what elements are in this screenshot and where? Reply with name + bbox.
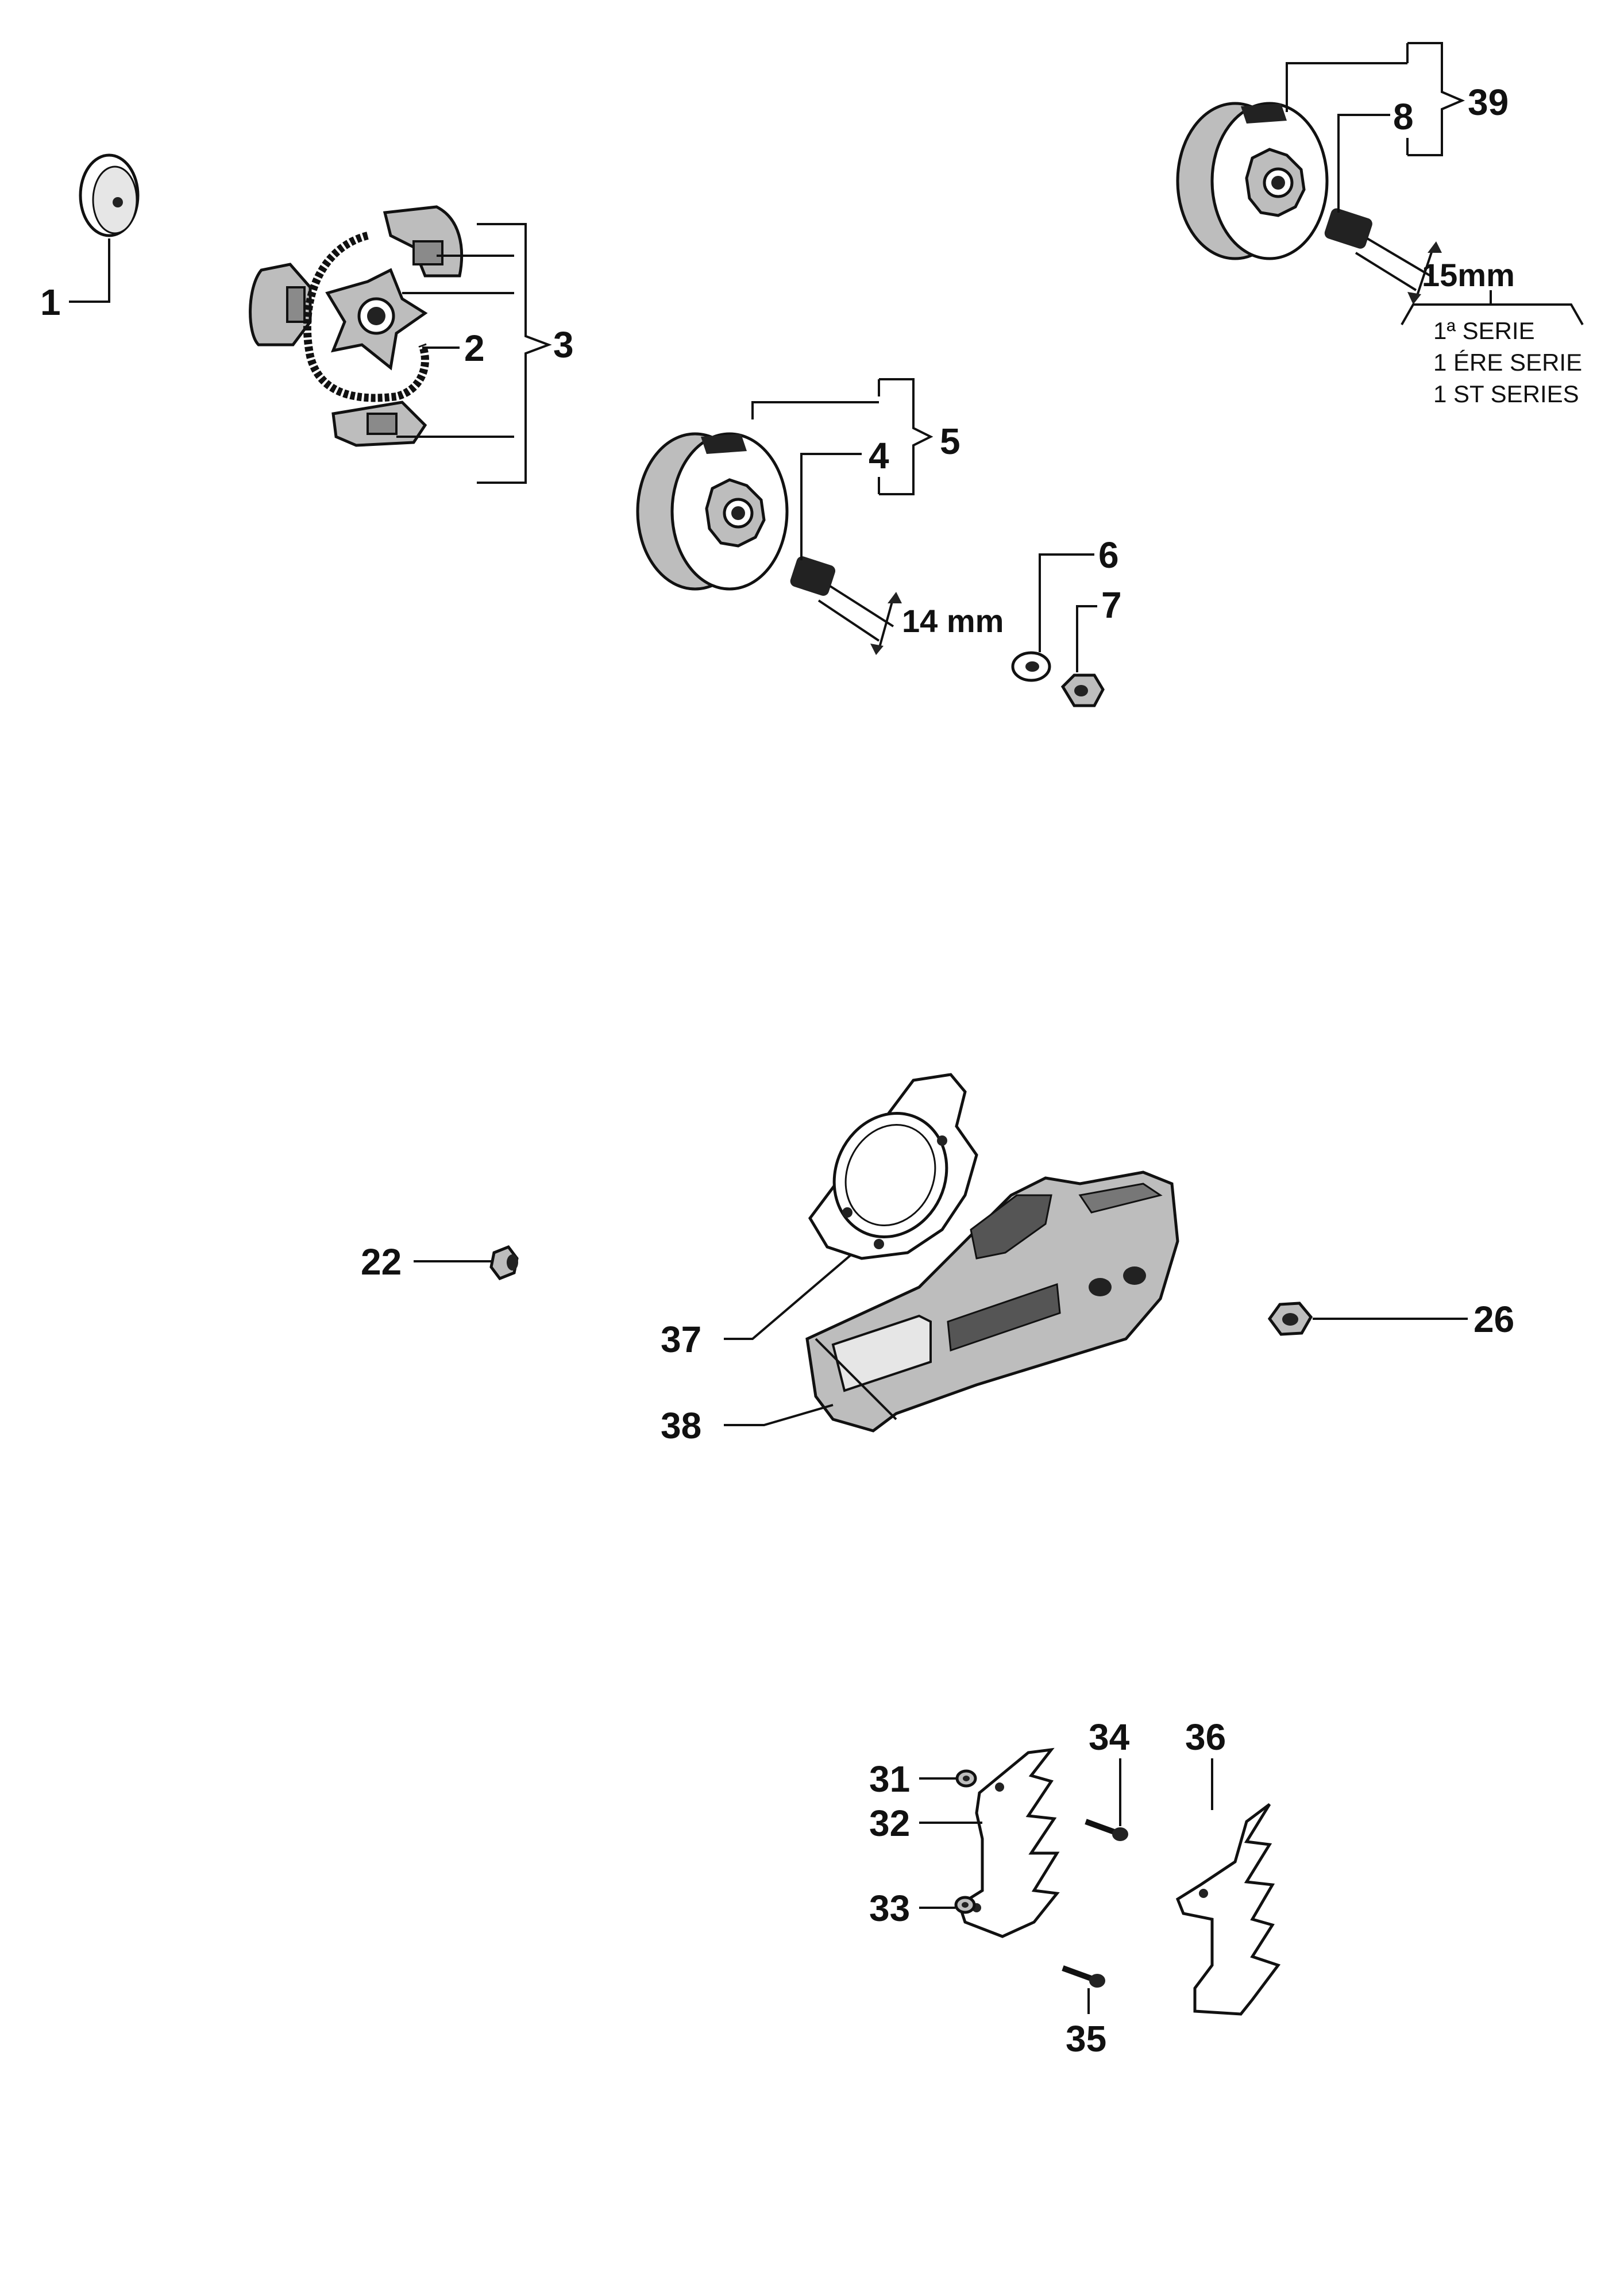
callout-1: 1 — [40, 282, 61, 323]
callout-34: 34 — [1089, 1716, 1130, 1758]
series-note-line3: 1 ST SERIES — [1433, 380, 1579, 407]
part-33-screw — [954, 1896, 976, 1914]
leader-37 — [724, 1254, 851, 1340]
callout-22: 22 — [361, 1241, 402, 1283]
dimension-14mm: 14 mm — [902, 603, 1004, 639]
callout-8: 8 — [1393, 96, 1414, 137]
callout-2: 2 — [464, 328, 485, 369]
callout-32: 32 — [869, 1803, 910, 1844]
dimension-15mm: 15mm — [1422, 257, 1515, 293]
bracket-5 — [878, 378, 933, 495]
callout-35: 35 — [1066, 2018, 1106, 2059]
bracket-39 — [1406, 42, 1465, 156]
part-2-clutch-spring — [303, 232, 429, 402]
part-4-needle-bearing-small — [790, 556, 902, 655]
leader-38 — [724, 1404, 834, 1426]
callout-3: 3 — [553, 324, 574, 365]
leader-7 — [1076, 605, 1097, 672]
bracket-3 — [396, 223, 552, 484]
leader-8 — [1337, 114, 1390, 213]
part-26-flange-nut — [1267, 1302, 1313, 1336]
callout-6: 6 — [1098, 534, 1119, 576]
part-22-plug — [489, 1245, 519, 1281]
part-5-clutch-drum — [636, 432, 789, 591]
series-note-line2: 1 ÉRE SERIE — [1433, 349, 1582, 376]
part-37-gasket — [808, 1073, 978, 1260]
leader-4 — [800, 453, 862, 560]
part-32-inner-bumper-spike — [958, 1747, 1060, 1938]
leader-1 — [69, 238, 110, 303]
part-7-nut — [1060, 673, 1105, 707]
part-36-outer-bumper-spike — [1175, 1803, 1281, 2016]
series-note-bracket — [1401, 303, 1584, 325]
part-6-washer — [1011, 651, 1051, 682]
callout-33: 33 — [869, 1888, 910, 1929]
callout-7: 7 — [1101, 584, 1122, 626]
callout-31: 31 — [869, 1758, 910, 1800]
callout-38: 38 — [661, 1405, 701, 1446]
callout-39: 39 — [1468, 82, 1509, 123]
part-1-washer — [79, 153, 140, 237]
callout-5: 5 — [940, 421, 960, 462]
part-31-screw — [955, 1769, 977, 1788]
part-34-screw — [1085, 1819, 1128, 1841]
leader-39-drum — [1286, 62, 1407, 112]
callout-36: 36 — [1185, 1716, 1226, 1758]
part-38-chain-cover — [805, 1171, 1179, 1433]
part-39-clutch-drum — [1176, 102, 1329, 260]
leader-6 — [1039, 553, 1094, 652]
callout-37: 37 — [661, 1319, 701, 1360]
callout-4: 4 — [869, 435, 889, 476]
part-8-needle-bearing-large — [1324, 208, 1442, 305]
leader-5-drum — [751, 401, 879, 419]
series-note-line1: 1ª SERIE — [1433, 317, 1535, 344]
part-35-screw — [1062, 1965, 1105, 1988]
part-3-clutch-assembly — [249, 205, 464, 447]
callout-26: 26 — [1473, 1299, 1514, 1340]
